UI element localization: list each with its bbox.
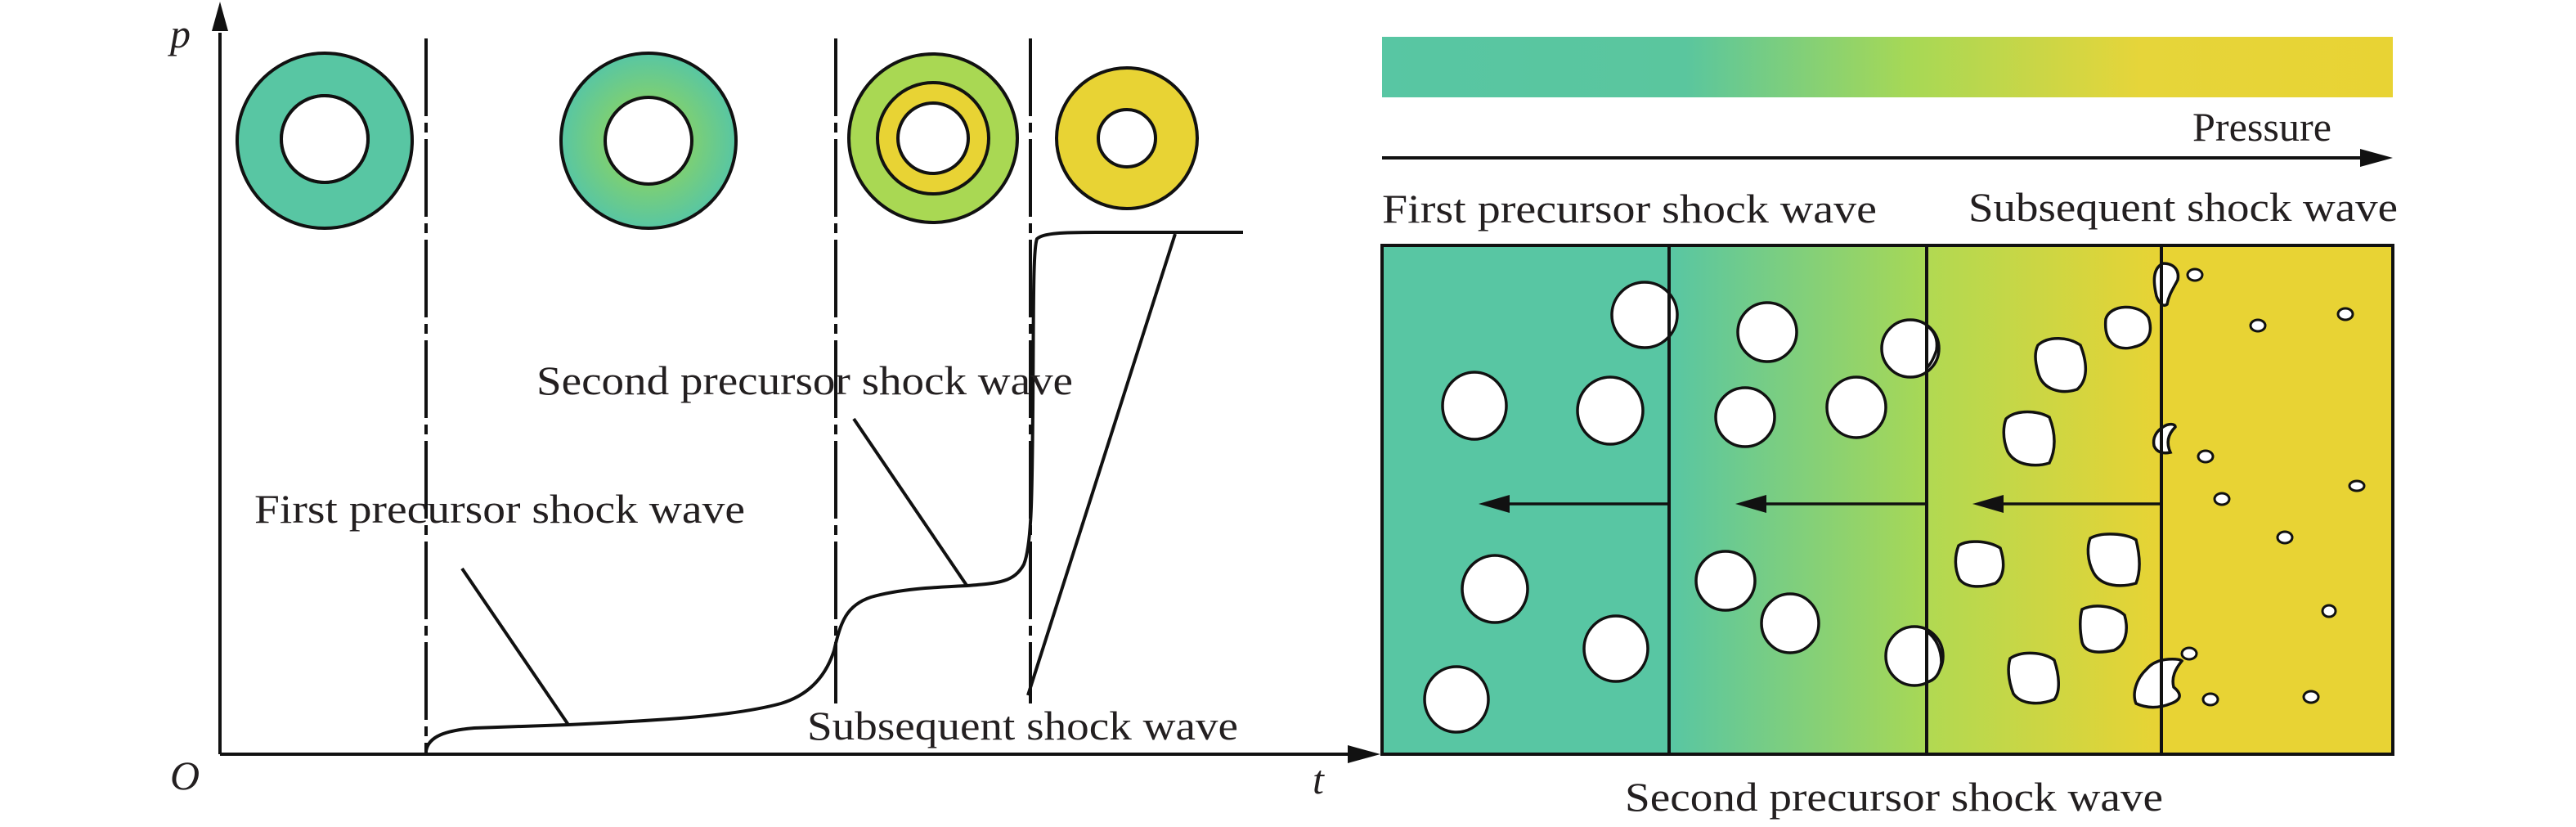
pressure-legend: Pressure [1382, 37, 2393, 167]
leader-subsequent [1026, 233, 1177, 696]
bubble [1582, 614, 1649, 683]
arrow-left-icon [1479, 495, 1510, 513]
pressure-label: Pressure [2192, 104, 2331, 150]
x-axis-label: t [1313, 757, 1325, 802]
leader-first [460, 567, 570, 726]
bubble-fragment [1925, 322, 1939, 372]
pressure-arrow-head-icon [2360, 149, 2393, 167]
bubble-fragment [2133, 658, 2184, 709]
y-axis-label: p [168, 11, 191, 56]
bubble [1736, 301, 1798, 363]
shock-zone-box [1380, 244, 2394, 756]
shock-zone-border [1380, 244, 2394, 756]
leader-second [852, 417, 969, 588]
small-bubble [2249, 318, 2267, 333]
y-axis-arrow-icon [212, 2, 228, 31]
bubble [1423, 665, 1490, 734]
zone-2 [1669, 245, 1927, 754]
bubble-deformed [2034, 337, 2087, 393]
small-bubble [2348, 479, 2366, 492]
bubble [1760, 592, 1820, 654]
ring-stage-2 [559, 52, 738, 230]
bubble [1714, 386, 1776, 448]
bubbles [1423, 262, 2184, 734]
ring-stage-4 [1055, 66, 1199, 210]
small-bubble [2302, 690, 2320, 704]
ring-stage-3 [847, 52, 1019, 224]
origin-label: O [170, 753, 200, 798]
pressure-curve [424, 231, 1243, 752]
small-bubble [2197, 449, 2215, 464]
bubble-deformed [2007, 651, 2060, 705]
bubble [1576, 375, 1645, 446]
small-bubble [2180, 646, 2198, 661]
ring-stage-1 [236, 52, 414, 230]
label-subsequent: Subsequent shock wave [807, 703, 1238, 748]
bubble-deformed [2002, 410, 2056, 467]
label-right-second-precursor: Second precursor shock wave [1625, 774, 2163, 820]
small-bubble [2336, 307, 2354, 321]
propagation-arrows [1479, 495, 2160, 513]
small-bubble [2321, 604, 2337, 618]
small-bubbles [2180, 267, 2366, 707]
label-right-subsequent: Subsequent shock wave [1968, 184, 2398, 230]
bubble [1610, 281, 1679, 349]
label-right-first-precursor: First precursor shock wave [1382, 186, 1877, 231]
bubble [1880, 318, 1941, 379]
bubble [1825, 375, 1887, 439]
arrow-left-icon [1972, 495, 2004, 513]
pressure-time-chart: p O t [168, 2, 1380, 802]
bubble-deformed [2086, 533, 2141, 587]
small-bubble [2201, 692, 2219, 707]
small-bubble [2213, 492, 2231, 506]
bubble-deformed [1954, 540, 2005, 588]
bubble-fragment [1925, 628, 1943, 685]
label-second-precursor: Second precursor shock wave [536, 357, 1073, 403]
pressure-gradient-bar [1382, 37, 2393, 97]
bubble-fragment [2152, 422, 2177, 455]
x-axis-arrow-icon [1348, 745, 1380, 763]
stage-dividers [424, 38, 1032, 753]
bubble [1694, 550, 1757, 612]
small-bubble [2276, 530, 2294, 545]
small-bubble [2186, 267, 2204, 282]
bubble [1441, 371, 1508, 441]
zone-4 [2161, 245, 2393, 754]
bubble-deformed [2104, 305, 2152, 350]
arrow-left-icon [1735, 495, 1766, 513]
bubble [1461, 554, 1529, 624]
bubble-deformed [2079, 605, 2128, 654]
label-first-precursor: First precursor shock wave [254, 486, 745, 532]
